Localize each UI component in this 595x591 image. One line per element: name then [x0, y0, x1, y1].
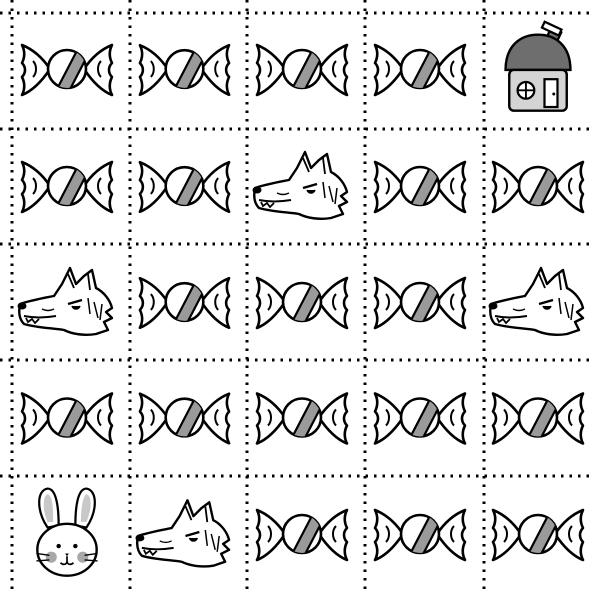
- candy-icon: [365, 483, 475, 585]
- board-cell-r5-c4[interactable]: [365, 483, 475, 585]
- board-cell-r2-c2[interactable]: [130, 136, 239, 236]
- board-cell-r2-c4[interactable]: [365, 136, 475, 236]
- wolf-icon: [483, 252, 593, 352]
- board-cell-r1-c2[interactable]: [130, 18, 239, 120]
- candy-icon: [130, 368, 239, 467]
- candy-icon: [365, 252, 475, 352]
- board-cell-r5-c5[interactable]: [483, 483, 593, 585]
- rabbit-icon: [12, 483, 122, 585]
- candy-icon: [365, 18, 475, 120]
- candy-icon: [12, 136, 122, 236]
- candy-icon: [247, 18, 357, 120]
- board-cell-r1-c5[interactable]: [483, 18, 593, 120]
- wolf-icon: [247, 136, 357, 236]
- board-cell-r2-c5[interactable]: [483, 136, 593, 236]
- candy-icon: [247, 368, 357, 467]
- candy-icon: [247, 483, 357, 585]
- candy-icon: [130, 136, 239, 236]
- board-cell-r3-c5[interactable]: [483, 252, 593, 352]
- board-cell-r2-c1[interactable]: [12, 136, 122, 236]
- candy-icon: [483, 483, 593, 585]
- board-cell-r3-c4[interactable]: [365, 252, 475, 352]
- candy-icon: [12, 368, 122, 467]
- board-cell-r2-c3[interactable]: [247, 136, 357, 236]
- board-cell-r5-c2[interactable]: [130, 483, 239, 585]
- board-cell-r4-c1[interactable]: [12, 368, 122, 467]
- board-cell-r5-c3[interactable]: [247, 483, 357, 585]
- board-cell-r4-c4[interactable]: [365, 368, 475, 467]
- wolf-icon: [130, 483, 239, 585]
- board-cell-r3-c1[interactable]: [12, 252, 122, 352]
- candy-icon: [483, 368, 593, 467]
- board-cell-r4-c2[interactable]: [130, 368, 239, 467]
- house-icon: [483, 18, 593, 120]
- wolf-icon: [12, 252, 122, 352]
- board-cell-r3-c2[interactable]: [130, 252, 239, 352]
- candy-icon: [130, 18, 239, 120]
- board-cell-r5-c1[interactable]: [12, 483, 122, 585]
- board-cell-r1-c1[interactable]: [12, 18, 122, 120]
- board-cell-r4-c3[interactable]: [247, 368, 357, 467]
- candy-icon: [130, 252, 239, 352]
- board-cell-r1-c3[interactable]: [247, 18, 357, 120]
- candy-icon: [483, 136, 593, 236]
- candy-icon: [365, 136, 475, 236]
- candy-icon: [365, 368, 475, 467]
- board-cell-r3-c3[interactable]: [247, 252, 357, 352]
- board-cell-r4-c5[interactable]: [483, 368, 593, 467]
- candy-icon: [12, 18, 122, 120]
- board-cell-r1-c4[interactable]: [365, 18, 475, 120]
- candy-icon: [247, 252, 357, 352]
